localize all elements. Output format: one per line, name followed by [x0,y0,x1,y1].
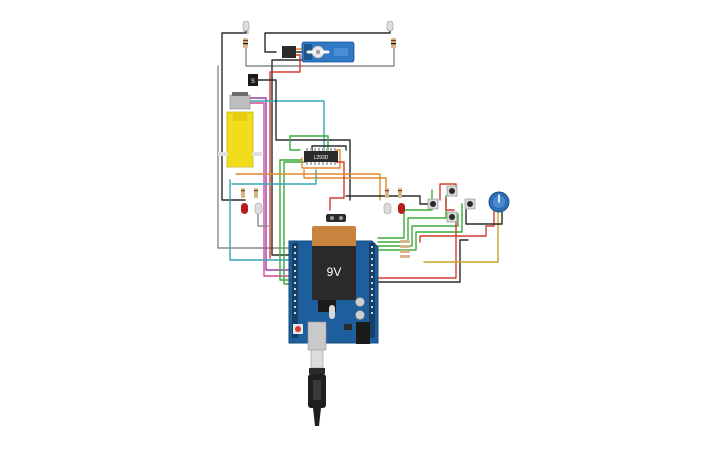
resistor-right-1[interactable] [385,188,389,198]
wire-gray-top [245,43,395,67]
battery-label: 9V [327,265,342,279]
led-top-right[interactable] [386,20,394,32]
wire-gray-led [257,211,269,227]
wire-red-servo [269,54,301,259]
servo-motor[interactable] [301,41,355,63]
push-button-2[interactable] [446,185,458,197]
ic-chip[interactable]: L293D [304,148,338,165]
wire-black-long [377,239,469,283]
push-button-1[interactable] [427,198,439,210]
led-white-right[interactable] [383,202,392,215]
led-red-left[interactable] [241,203,248,214]
resistor-top-left[interactable] [243,38,248,48]
wire-black-pot [465,205,503,225]
resistor-left-1[interactable] [241,188,245,198]
battery-9v[interactable]: 9V [312,214,356,300]
resistor-left-2[interactable] [254,188,258,198]
wire-black-right [345,195,431,205]
wire-pink-motor [247,102,295,277]
wire-green-btn-3 [377,213,459,247]
led-red-right[interactable] [398,203,405,214]
wire-green-ic-1 [289,135,329,151]
wire-orange-ic [301,149,341,169]
wire-red-right [445,197,455,211]
led-white-left[interactable] [254,202,263,215]
wire-orange-long [235,173,381,201]
wire-red-long [377,217,457,279]
wire-yellow-pot [423,211,499,263]
servo-connector[interactable] [282,46,296,58]
ic-label: L293D [314,155,329,161]
regulator-label: S [251,79,255,85]
resistor-bank[interactable] [400,240,410,258]
resistor-right-2[interactable] [398,188,402,198]
potentiometer[interactable] [488,191,510,213]
wire-teal-motor [247,100,325,151]
wire-green-ic-2 [279,159,303,281]
resistor-top-right[interactable] [391,38,396,48]
push-button-3[interactable] [464,198,476,210]
wire-black-reg [257,79,351,201]
voltage-regulator[interactable]: S [248,74,258,86]
usb-cable[interactable] [308,349,326,426]
wire-red-ic [329,161,345,211]
dc-motor[interactable] [218,92,262,168]
led-top-left[interactable] [242,20,250,34]
push-button-4[interactable] [446,211,458,223]
wire-teal-long [229,179,297,261]
